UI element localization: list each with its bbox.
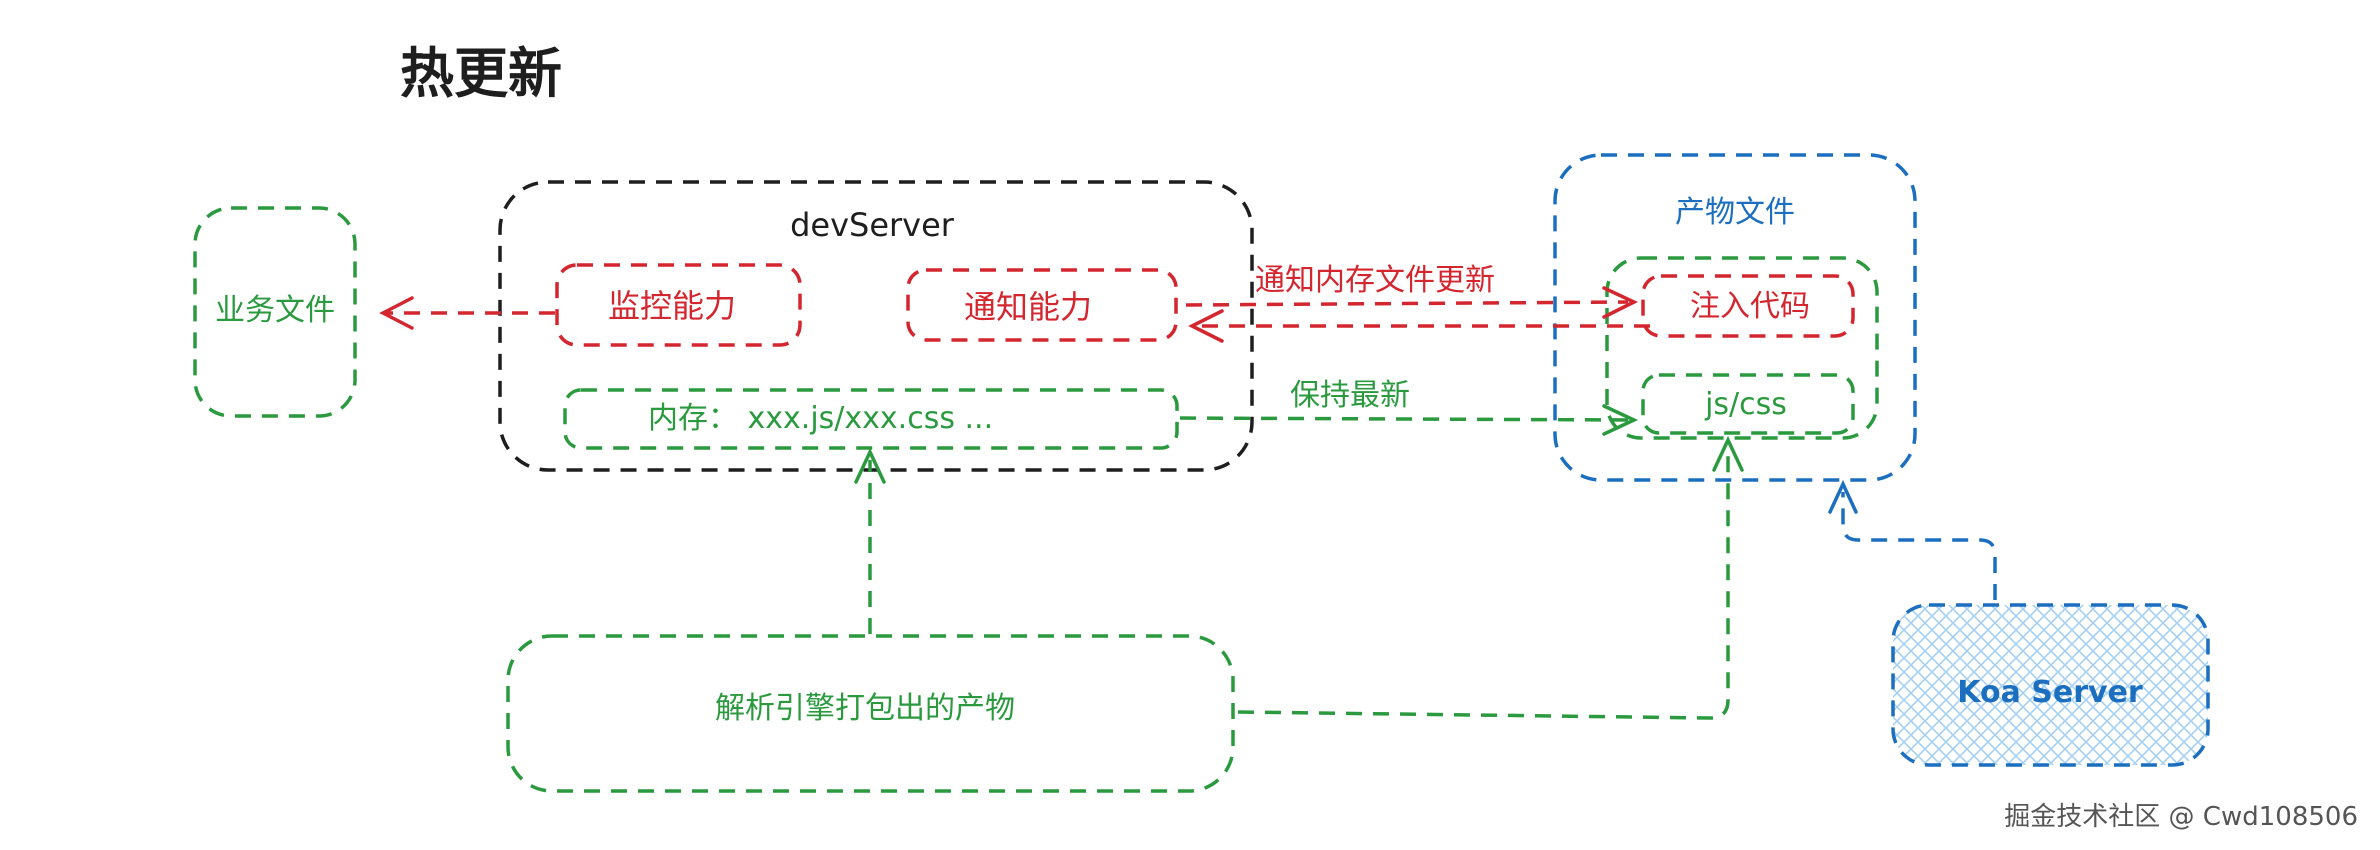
monitor-label: 监控能力 — [608, 287, 736, 325]
arrowhead-jscss — [1602, 404, 1639, 436]
bundle-output-label: 解析引擎打包出的产物 — [715, 691, 1015, 726]
memory-label: 内存： xxx.js/xxx.css ... — [648, 401, 993, 436]
artifacts-inner-box — [1605, 256, 1879, 440]
dev-server-label: devServer — [790, 206, 955, 244]
notify-box — [906, 268, 1178, 342]
dev-server-box — [498, 180, 1254, 472]
edge-bundle-to-jscss — [1237, 448, 1730, 720]
business-files-label: 业务文件 — [215, 293, 335, 328]
koa-server-label: Koa Server — [1957, 675, 2143, 710]
js-css-label: js/css — [1704, 387, 1787, 422]
notify-label: 通知能力 — [964, 288, 1092, 326]
inject-code-box — [1641, 274, 1855, 338]
bundle-output-box — [506, 634, 1235, 793]
memory-box — [563, 388, 1179, 450]
js-css-box — [1641, 373, 1855, 435]
edge-memory-to-jscss — [1179, 416, 1629, 422]
diagram-title: 热更新 — [400, 42, 562, 105]
watermark: 掘金技术社区 @ Cwd108506 — [2004, 802, 2358, 832]
arrowhead-business — [379, 296, 414, 330]
koa-server-box — [1891, 603, 2210, 767]
inject-code-label: 注入代码 — [1690, 289, 1810, 324]
monitor-box — [555, 263, 802, 347]
edge-label-notify-memory-update: 通知内存文件更新 — [1255, 263, 1495, 298]
artifacts-group-label: 产物文件 — [1675, 195, 1795, 230]
edge-notify-to-inject — [1185, 300, 1629, 307]
arrowhead-jscss-bottom — [1712, 435, 1744, 472]
business-files-box — [193, 206, 357, 418]
arrowhead-notify — [1188, 309, 1224, 343]
arrowhead-artifacts — [1828, 479, 1858, 514]
edge-label-keep-latest: 保持最新 — [1290, 378, 1410, 413]
arrowhead-memory — [854, 447, 886, 484]
edge-koa-to-artifacts — [1841, 492, 1997, 600]
arrowhead-inject — [1602, 286, 1639, 319]
